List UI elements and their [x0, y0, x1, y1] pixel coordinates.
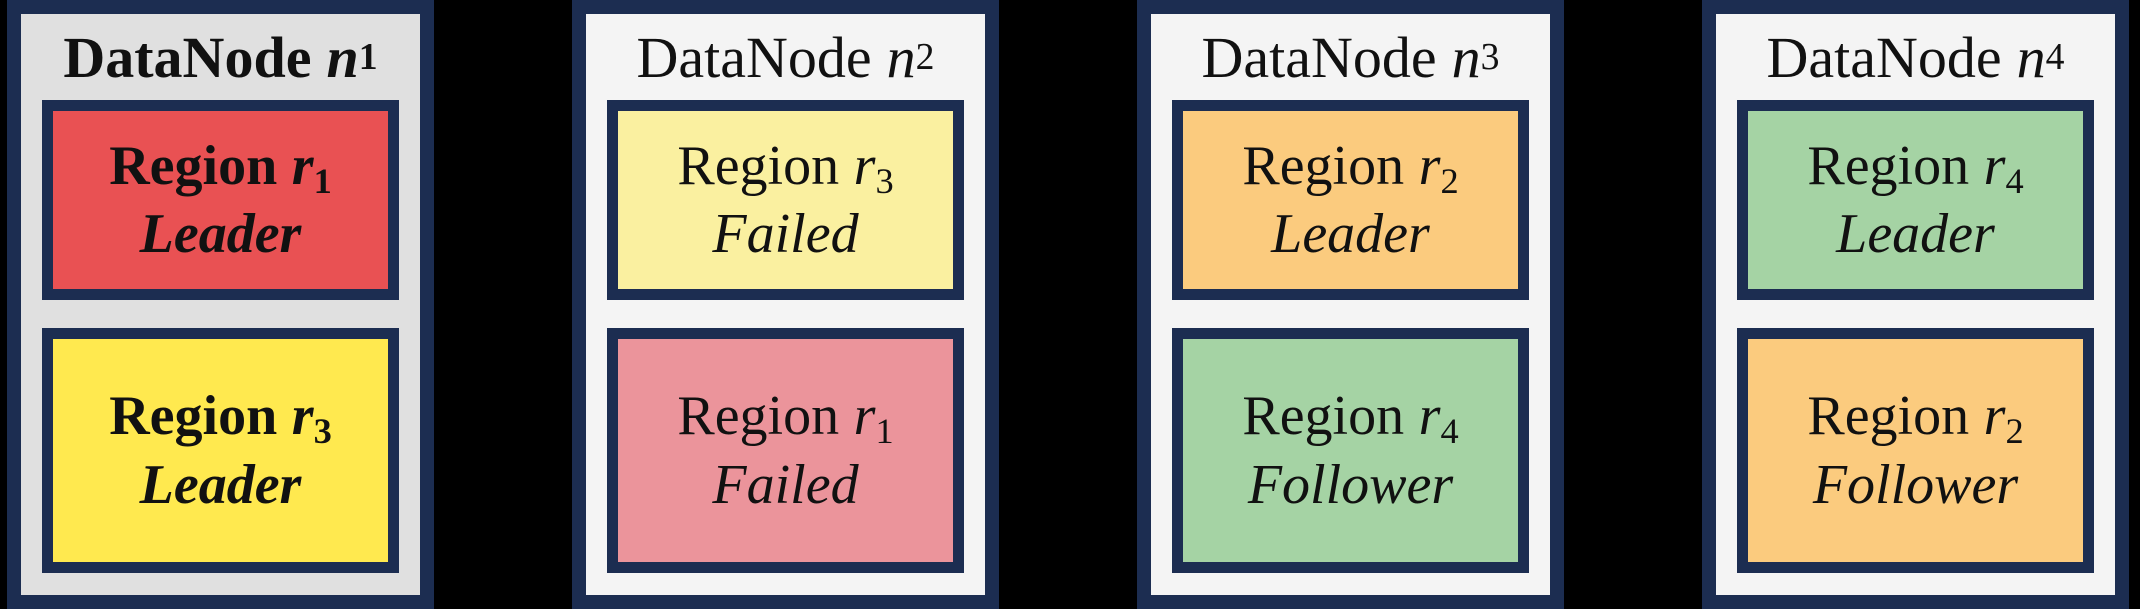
region-subscript: 1 — [875, 411, 894, 452]
region-state: Follower — [1812, 453, 2019, 516]
region-label-text: Region — [1807, 134, 1970, 197]
region-subscript: 1 — [313, 160, 332, 201]
region-subscript: 2 — [2005, 411, 2024, 452]
region-state: Leader — [139, 203, 302, 265]
region-label-text: Region — [1242, 385, 1405, 448]
region-label-text: Region — [109, 134, 278, 197]
region-label-text: Region — [1807, 385, 1970, 448]
region-variable: r — [1418, 385, 1441, 448]
datanode-title-text: DataNode — [63, 24, 312, 90]
node-variable: n — [2016, 24, 2046, 90]
datanode-title-text: DataNode — [1201, 24, 1437, 90]
region-variable: r — [853, 134, 876, 197]
region-label-text: Region — [677, 385, 840, 448]
region-subscript: 3 — [313, 411, 332, 452]
region-subscript: 4 — [2005, 160, 2024, 201]
region-variable: r — [1983, 385, 2006, 448]
region-state: Leader — [1836, 203, 1995, 265]
region-variable: r — [291, 385, 314, 448]
region-state: Failed — [712, 453, 859, 516]
region-subscript: 2 — [1440, 160, 1459, 201]
region-label-text: Region — [109, 385, 278, 448]
region-variable: r — [853, 385, 876, 448]
node-variable: n — [1451, 24, 1481, 90]
region-label-text: Region — [1242, 134, 1405, 197]
region-variable: r — [291, 134, 314, 197]
region-state: Leader — [139, 453, 302, 516]
datanode-title-text: DataNode — [1766, 24, 2002, 90]
region-subscript: 4 — [1440, 411, 1459, 452]
datanode-title-text: DataNode — [636, 24, 872, 90]
region-state: Follower — [1247, 453, 1454, 516]
region-state: Failed — [712, 203, 859, 265]
node-variable: n — [886, 24, 916, 90]
node-variable: n — [326, 24, 359, 90]
region-variable: r — [1418, 134, 1441, 197]
region-variable: r — [1983, 134, 2006, 197]
region-subscript: 3 — [875, 160, 894, 201]
region-label-text: Region — [677, 134, 840, 197]
region-state: Leader — [1271, 203, 1430, 265]
